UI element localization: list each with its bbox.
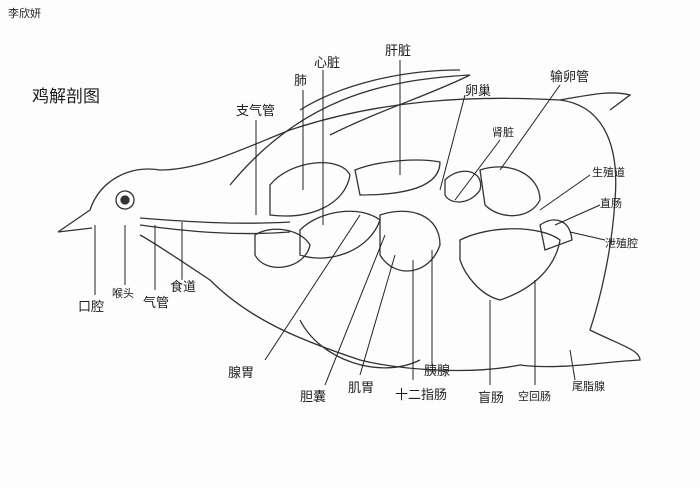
label-cloaca: 泄殖腔 [605,237,638,250]
trachea-shape [139,217,291,224]
label-gallbladder: 胆囊 [300,390,327,405]
label-cecum: 盲肠 [478,391,505,406]
label-reproductive-tract: 生殖道 [592,166,625,179]
label-proventriculus: 腺胃 [228,366,255,381]
body-outline [89,97,641,372]
label-gizzard: 肌胃 [348,381,375,396]
label-trachea: 气管 [143,296,170,311]
eye [115,190,135,210]
label-oviduct: 输卵管 [550,70,590,85]
label-jejunum-ileum: 空回肠 [518,390,551,403]
page-title: 鸡解剖图 [32,87,100,107]
wing [229,74,471,186]
label-mouth: 口腔 [78,300,105,315]
ovary-shape [444,170,482,203]
leg [299,319,421,369]
label-uropygial-gland: 尾脂腺 [572,380,605,393]
heart-shape [299,210,381,259]
label-ovary: 卵巢 [465,84,492,99]
label-heart: 心脏 [314,56,341,71]
signature: 李欣妍 [8,7,41,20]
tail [559,92,632,111]
label-duodenum: 十二指肠 [395,388,448,403]
label-bronchus: 支气管 [236,104,276,119]
rectum-shape [539,219,573,251]
label-rectum: 直肠 [600,197,622,210]
oviduct-shape [479,166,541,217]
proventriculus-shape [254,228,311,268]
liver-shape [354,159,441,196]
label-kidney: 肾脏 [492,126,514,139]
label-larynx: 喉头 [112,287,134,300]
lung-shape [269,162,351,217]
label-esophagus: 食道 [170,280,197,295]
label-liver: 肝脏 [385,44,412,59]
gizzard-shape [379,210,441,272]
intestine-shape [459,228,561,301]
beak [57,209,93,233]
label-pancreas: 胰腺 [424,364,451,379]
label-lung: 肺 [294,74,308,89]
